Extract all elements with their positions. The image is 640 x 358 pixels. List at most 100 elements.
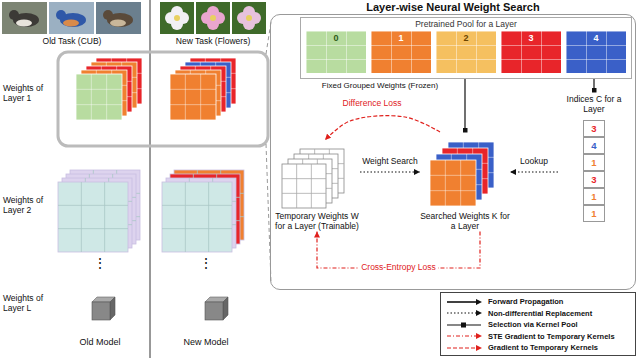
model-label: Old Model xyxy=(60,338,140,347)
legend-line xyxy=(447,301,476,303)
legend-text: Selection via Kernel Pool xyxy=(488,320,578,329)
grid-line xyxy=(104,182,105,252)
pool-kernel-group: 1 xyxy=(371,31,431,73)
cube-front xyxy=(205,302,223,320)
pool-kernel-group: 0 xyxy=(306,31,366,73)
search-panel: Layer-wise Neural Weight SearchPretraine… xyxy=(270,0,636,290)
bird-photo xyxy=(2,2,47,34)
legend-row: Forward Propagation xyxy=(445,296,631,308)
bird-belly xyxy=(16,20,32,27)
weight-kernel xyxy=(162,182,232,252)
ellipsis: ⋮ xyxy=(90,256,110,270)
grid-line xyxy=(76,104,122,105)
index-value: 1 xyxy=(584,155,604,170)
bird-belly xyxy=(110,20,126,27)
legend-arrowhead xyxy=(476,345,482,351)
model-label: New Model xyxy=(166,338,246,347)
grid-line xyxy=(162,205,232,206)
bird-head xyxy=(56,10,66,20)
pool-kernel-group: 2 xyxy=(436,31,496,73)
panel-title: Layer-wise Neural Weight Search xyxy=(270,0,636,14)
pool-kernel-group: 4 xyxy=(566,31,626,73)
box-caption: Indices C for a Layer xyxy=(558,92,630,115)
legend-arrowhead xyxy=(476,333,482,339)
legend-text: Non-differential Replacement xyxy=(488,309,592,318)
grid-line xyxy=(445,160,446,206)
grid-line xyxy=(282,193,326,194)
grid-line xyxy=(200,74,201,120)
grid-line xyxy=(208,182,209,252)
index-value: 1 xyxy=(584,206,604,221)
search-arrow xyxy=(360,171,420,172)
weight-kernel xyxy=(170,74,216,120)
flower-photo xyxy=(196,2,230,34)
legend-line xyxy=(447,313,476,314)
legend-sample xyxy=(445,343,483,353)
weight-kernel xyxy=(76,74,122,120)
grid-line xyxy=(430,175,476,176)
task-caption: New Task (Flowers) xyxy=(158,37,268,47)
flower-center xyxy=(174,15,180,21)
model-divider xyxy=(150,0,151,358)
index-cell: 3 xyxy=(583,171,605,188)
grid-line xyxy=(460,160,461,206)
legend-line xyxy=(447,336,476,337)
legend-arrowhead xyxy=(476,310,482,316)
index-column: Indices C for a Layer341311 xyxy=(558,92,630,226)
bird-head xyxy=(9,10,19,20)
kernel-stack xyxy=(274,140,360,212)
loss-arrow xyxy=(325,116,440,140)
legend-text: Forward Propagation xyxy=(488,297,563,306)
flower-photo xyxy=(160,2,194,34)
grid-line xyxy=(162,228,232,229)
weight-kernel xyxy=(430,160,476,206)
index-cell: 3 xyxy=(583,120,605,137)
edge-label: Cross-Entropy Loss xyxy=(359,263,438,273)
legend-row: Non-differential Replacement xyxy=(445,308,631,320)
edge-label: Difference Loss xyxy=(341,99,404,109)
index-cell: 1 xyxy=(583,154,605,171)
flower-center xyxy=(210,15,216,21)
legend-sample xyxy=(445,308,483,318)
legend-sample xyxy=(445,320,483,330)
layer-label: Weights of Layer 2 xyxy=(3,196,53,216)
grid-line xyxy=(58,205,128,206)
lookup-arrow xyxy=(510,171,558,172)
index-value: 1 xyxy=(584,189,604,204)
grid-line xyxy=(170,104,216,105)
layer-frame xyxy=(58,52,268,146)
group-index: 4 xyxy=(566,31,626,43)
grid-line xyxy=(185,74,186,120)
legend-square xyxy=(461,322,466,327)
kernel-pool: Pretrained Pool for a Layer01234 xyxy=(300,17,632,79)
flower-photo xyxy=(232,2,266,34)
legend-row: STE Gradient to Temporary Kernels xyxy=(445,331,631,343)
grid-line xyxy=(91,74,92,120)
grid-line xyxy=(170,89,216,90)
pool-kernel-group: 3 xyxy=(501,31,561,73)
pool-heading: Pretrained Pool for a Layer xyxy=(301,18,631,31)
flower-center xyxy=(246,15,252,21)
group-index: 3 xyxy=(501,31,561,43)
weight-kernel xyxy=(282,164,326,208)
legend-row: Selection via Kernel Pool xyxy=(445,319,631,331)
index-cell: 1 xyxy=(583,188,605,205)
legend-sample xyxy=(445,331,483,341)
group-index: 0 xyxy=(306,31,366,43)
index-value: 3 xyxy=(584,172,604,187)
grid-line xyxy=(296,164,297,208)
cube-front xyxy=(92,302,110,320)
bird-photo xyxy=(96,2,141,34)
grid-line xyxy=(282,178,326,179)
grid-line xyxy=(185,182,186,252)
grid-line xyxy=(430,190,476,191)
legend-text: Gradient to Temporary Kernels xyxy=(488,343,598,352)
index-value: 3 xyxy=(584,121,604,136)
searched-weights: Searched Weights K for a Layer xyxy=(420,132,510,232)
legend-sample xyxy=(445,297,483,307)
weight-kernel xyxy=(58,182,128,252)
kernel-stack xyxy=(420,132,510,212)
